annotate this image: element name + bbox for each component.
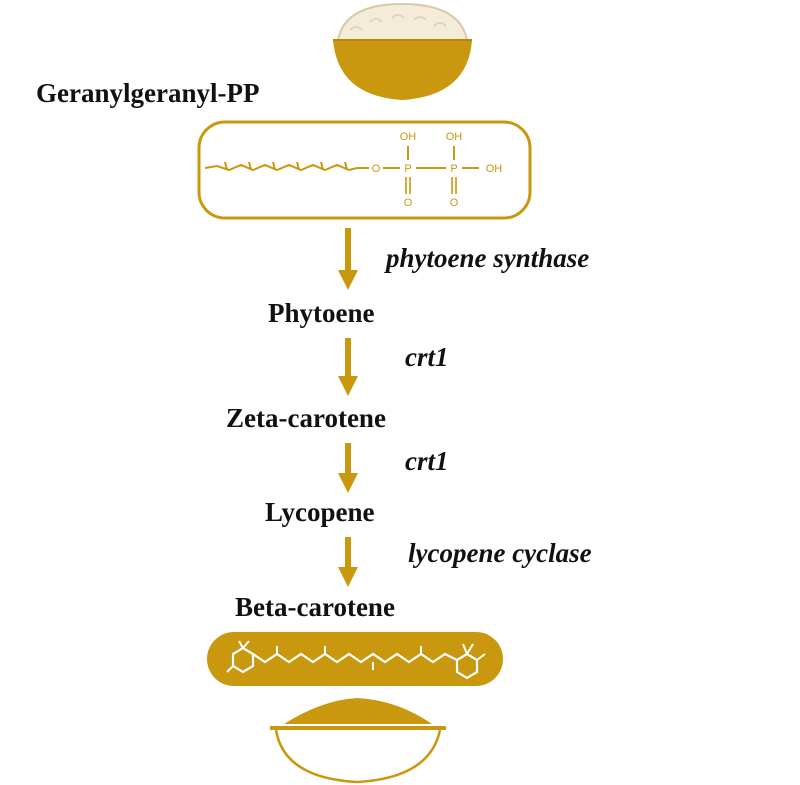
ester-oxygen: O bbox=[372, 163, 381, 175]
oxo-group-1: O bbox=[404, 197, 413, 209]
compound-label-lycopene: Lycopene bbox=[265, 497, 375, 527]
start-compound-label: Geranylgeranyl-PP bbox=[36, 78, 260, 108]
oh-group-2: OH bbox=[446, 131, 463, 143]
enzyme-label-lycopene-cyclase: lycopene cyclase bbox=[408, 538, 592, 568]
arrow-down-icon bbox=[338, 537, 358, 587]
beta-carotene-structure bbox=[207, 632, 503, 686]
compound-label-beta-carotene: Beta-carotene bbox=[235, 592, 395, 622]
enzyme-label-phytoene-synthase: phytoene synthase bbox=[386, 243, 590, 273]
oxo-group-2: O bbox=[450, 197, 459, 209]
geranylgeranyl-pp-structure: OH OH O P P OH O O bbox=[197, 120, 532, 220]
rice-bowl-golden-rice-icon bbox=[270, 698, 446, 784]
oh-group-1: OH bbox=[400, 131, 417, 143]
phosphorus-1: P bbox=[404, 163, 411, 175]
arrow-down-icon bbox=[338, 338, 358, 396]
rice-bowl-white-rice-icon bbox=[333, 2, 472, 100]
compound-label-phytoene: Phytoene bbox=[268, 298, 375, 328]
oh-group-3: OH bbox=[486, 163, 503, 175]
enzyme-label-crt1: crt1 bbox=[405, 342, 449, 372]
compound-label-zeta-carotene: Zeta-carotene bbox=[226, 403, 386, 433]
enzyme-label-crt1-second: crt1 bbox=[405, 446, 449, 476]
phosphorus-2: P bbox=[450, 163, 457, 175]
arrow-down-icon bbox=[338, 228, 358, 290]
arrow-down-icon bbox=[338, 443, 358, 493]
